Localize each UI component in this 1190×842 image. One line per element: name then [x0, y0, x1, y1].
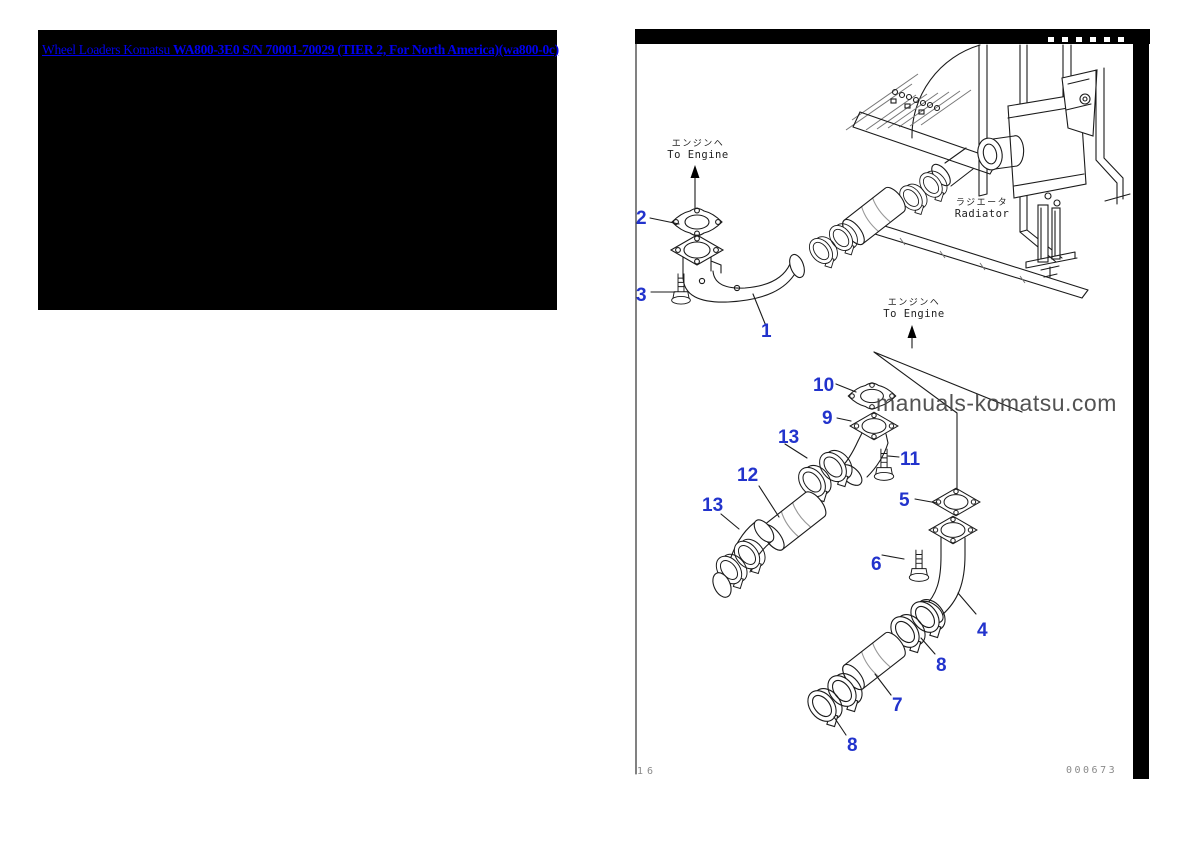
callout-11: 11 [900, 449, 921, 470]
radiator-drawing [845, 44, 1131, 299]
callout-5: 5 [899, 490, 910, 511]
callout-7: 7 [892, 695, 903, 716]
callout-10: 10 [813, 375, 835, 396]
to-engine-label-en-1: To Engine [667, 149, 729, 161]
callout-1: 1 [761, 321, 772, 342]
callout-2: 2 [636, 208, 647, 229]
page-number: 16 [637, 766, 658, 777]
callout-8-upper: 8 [936, 655, 947, 676]
radiator-hose-assembly [804, 147, 974, 273]
hose-12-assembly [710, 443, 861, 598]
diagram-borders [635, 29, 1150, 779]
radiator-label-en: Radiator [954, 208, 1010, 220]
to-engine-leader-lines [873, 325, 1023, 491]
callout-8-lower: 8 [847, 735, 858, 756]
model-link-model: WA800-3E0 S/N 70001-70029 (TIER 2, For N… [172, 42, 559, 57]
callout-4: 4 [977, 620, 988, 641]
to-engine-label-jp-1: エンジンヘ [671, 139, 725, 149]
drawing-number: 000673 [1066, 765, 1118, 776]
model-link-prefix: Wheel Loaders Komatsu [42, 42, 173, 57]
header-panel: Wheel Loaders Komatsu WA800-3E0 S/N 7000… [38, 30, 559, 310]
callout-13-lower: 13 [702, 495, 724, 516]
callout-9: 9 [822, 408, 833, 429]
callout-6: 6 [871, 554, 882, 575]
to-engine-label-en-2: To Engine [883, 308, 945, 320]
callout-leader-lines [649, 217, 977, 736]
callout-12: 12 [737, 465, 759, 486]
model-link[interactable]: Wheel Loaders Komatsu WA800-3E0 S/N 7000… [42, 42, 559, 58]
radiator-label-jp: ラジエータ [955, 198, 1009, 208]
watermark: manuals-komatsu.com [876, 390, 1117, 416]
to-engine-label-jp-2: エンジンヘ [887, 298, 941, 308]
callout-13-upper: 13 [778, 427, 800, 448]
pipe-1-assembly [670, 165, 805, 305]
elbow-4-assembly [801, 487, 981, 733]
callout-3: 3 [636, 285, 647, 306]
